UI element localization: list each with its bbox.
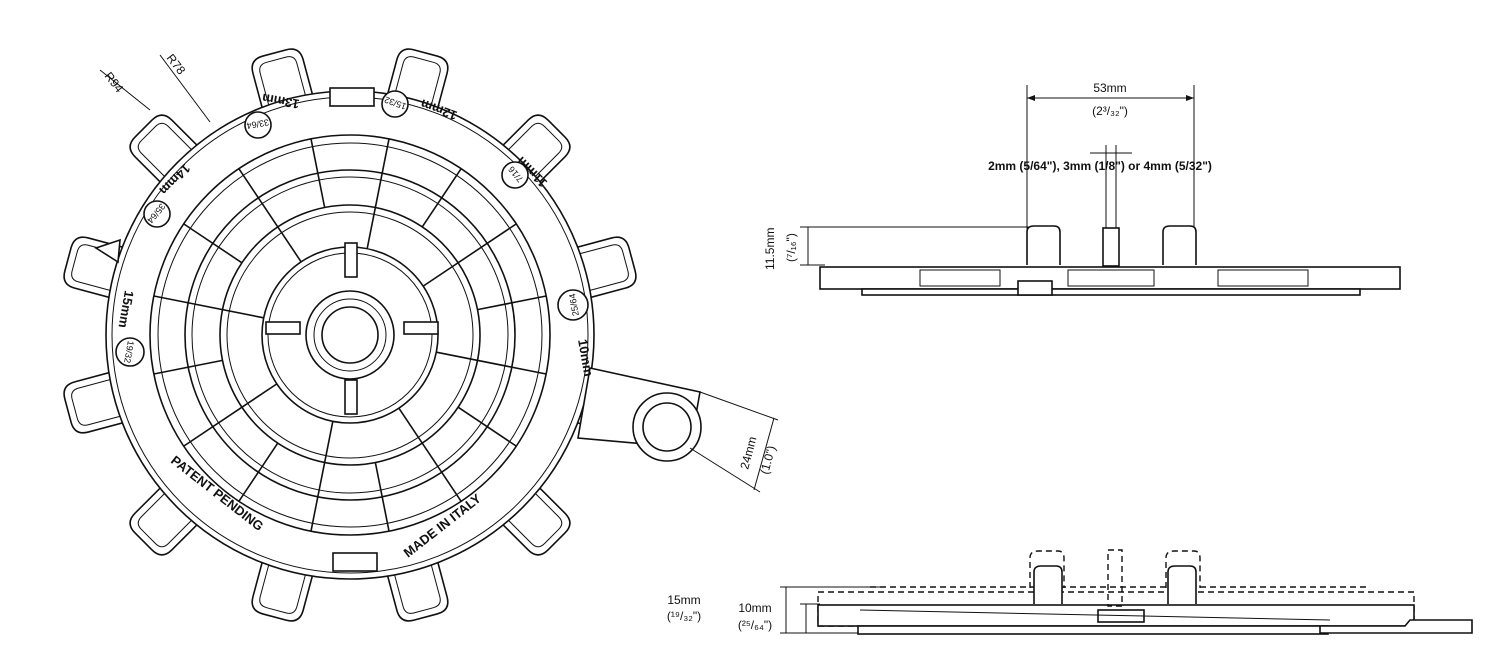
tab-dim-line	[753, 417, 775, 491]
slot-left	[265, 321, 301, 335]
tab-dim-mm: 24mm	[737, 435, 759, 471]
radial-rib	[421, 168, 462, 228]
peg-right	[1167, 565, 1197, 604]
h10-in: (²⁵/₆₄")	[738, 618, 772, 632]
height-in: (⁷/₁₆")	[784, 233, 798, 262]
ring-label-10mm: 10mm	[575, 338, 596, 378]
tab-ext-line-1	[699, 391, 779, 421]
tab-hole	[642, 402, 692, 452]
radial-rib	[366, 138, 390, 249]
radial-rib	[436, 351, 547, 375]
ring-2	[184, 169, 516, 501]
svg-text:19/32: 19/32	[122, 340, 136, 364]
bottom-tab	[1319, 619, 1473, 634]
r94-label: R94	[102, 69, 127, 95]
radial-rib	[374, 462, 390, 532]
radial-rib	[153, 359, 223, 375]
badge-19-32: 19/32	[115, 337, 145, 367]
radial-rib	[310, 421, 334, 532]
bottom-slope-line	[859, 609, 1331, 621]
radial-ribs	[153, 138, 547, 532]
side-peg-right	[1162, 225, 1197, 265]
peg-right-dashed	[1165, 550, 1201, 588]
inner-rim	[149, 134, 551, 536]
height-mm: 11.5mm	[763, 228, 777, 270]
tab-ext-line-2	[689, 447, 761, 493]
side-peg-left	[1026, 225, 1061, 265]
radial-rib	[477, 295, 547, 311]
radial-rib	[310, 138, 326, 208]
badge-35-64: 35/64	[143, 200, 171, 228]
side-foot	[861, 288, 1361, 296]
radial-rib	[153, 295, 264, 319]
center-boss-inner	[313, 298, 387, 372]
peg-left	[1033, 565, 1063, 604]
svg-text:25/64: 25/64	[567, 293, 581, 317]
peg-left-dashed	[1029, 550, 1065, 588]
ring-label-15mm: 15mm	[116, 289, 137, 329]
width-mm: 53mm	[1093, 81, 1126, 95]
side-spacer-fin	[1102, 227, 1120, 267]
side-detail-2	[1067, 269, 1155, 287]
badge-7-16: 7/16	[501, 161, 529, 189]
badge-25-64: 25/64	[557, 289, 589, 321]
tab-dim-in: (1.0")	[757, 444, 778, 476]
radial-rib	[457, 406, 517, 447]
h10-mm: 10mm	[738, 601, 771, 615]
ring-2-edge	[191, 176, 509, 494]
r94-leader	[99, 69, 151, 111]
bottom-foot	[857, 625, 1329, 635]
center-boss	[305, 290, 395, 380]
radial-rib	[398, 407, 462, 502]
badge-15-32: 15/32	[381, 90, 409, 118]
radial-rib	[183, 383, 278, 447]
side-clip	[1017, 280, 1053, 296]
h15-mm: 15mm	[667, 593, 700, 607]
ring-label-13mm: 13mm	[261, 91, 301, 112]
left-nib	[94, 238, 121, 264]
slot-bottom	[344, 379, 358, 415]
fin-dashed	[1107, 549, 1123, 607]
side-detail-3	[1217, 269, 1309, 287]
clip-top	[329, 87, 375, 107]
radial-rib	[422, 223, 517, 287]
clip-bottom	[332, 552, 378, 572]
width-in: (2³/₃₂")	[1092, 104, 1128, 118]
svg-text:33/64: 33/64	[246, 117, 270, 131]
h15-in: (¹⁹/₃₂")	[667, 609, 701, 623]
plan-view: R94 R78 13mm 12mm 11mm 10mm 14mm 15mm 15…	[63, 48, 779, 622]
radial-rib	[238, 168, 302, 263]
inner-rim-edge	[157, 142, 543, 528]
side-view: 53mm (2³/₃₂") 2mm (5/64"), 3mm (1/8") or…	[763, 81, 1401, 296]
ring-3-edge	[226, 211, 474, 459]
ring-3	[219, 204, 481, 466]
radial-rib	[183, 223, 243, 264]
radial-rib	[238, 442, 279, 502]
side-detail-1	[919, 269, 1001, 287]
slot-top	[344, 242, 358, 278]
bottom-view: 15mm (¹⁹/₃₂") 10mm (²⁵/₆₄")	[667, 549, 1473, 635]
center-hole	[321, 306, 379, 364]
r78-label: R78	[164, 51, 189, 77]
spacer-note: 2mm (5/64"), 3mm (1/8") or 4mm (5/32")	[988, 159, 1212, 173]
slot-right	[403, 321, 439, 335]
r78-leader	[159, 54, 211, 123]
badge-33-64: 33/64	[244, 111, 272, 139]
